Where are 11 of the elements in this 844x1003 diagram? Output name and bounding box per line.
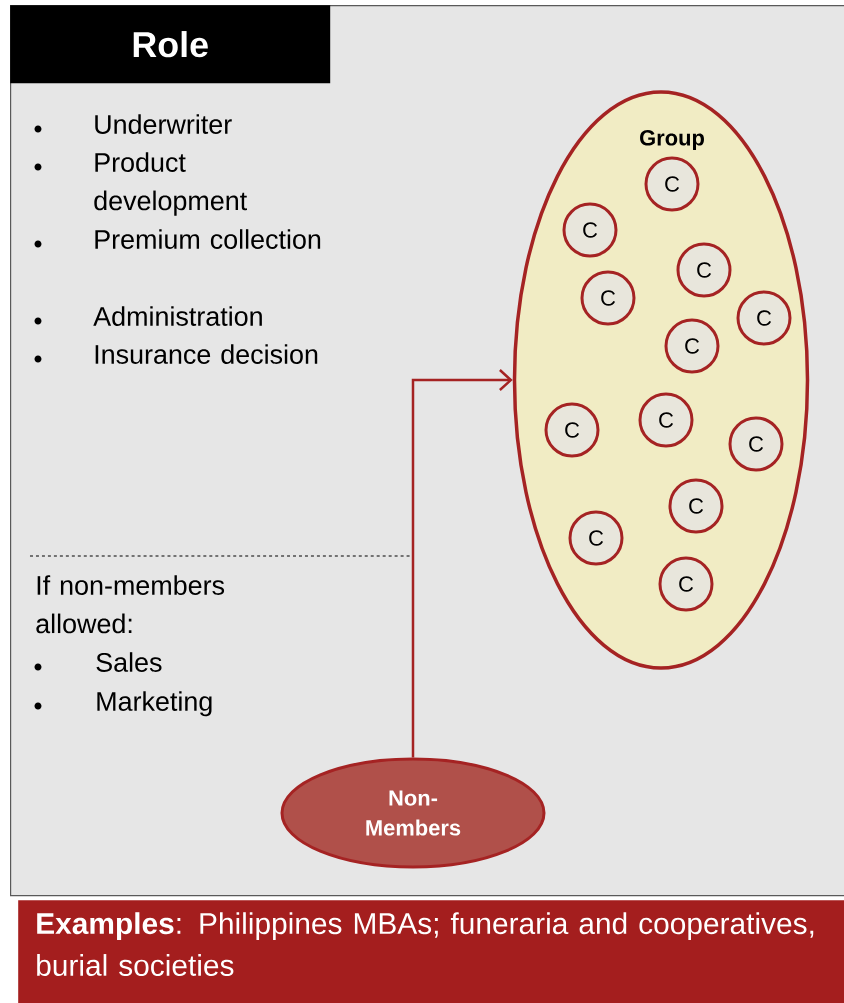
- list-item: If non-members allowed:: [36, 575, 225, 634]
- list-item: Sales: [96, 652, 162, 672]
- list-item: Product development: [94, 152, 247, 216]
- list-item: Administration: [93, 306, 262, 326]
- examples-banner: Examples: Philippines MBAs; funeraria and cooperatives, burial societies: [18, 900, 844, 1003]
- header-tab: Role: [10, 5, 331, 84]
- arrow: [411, 369, 513, 758]
- list-item: Marketing: [97, 691, 212, 717]
- list-item: Underwriter: [95, 114, 232, 134]
- list-item: Premium collection: [95, 229, 321, 249]
- list-item: Insurance decision: [95, 344, 318, 364]
